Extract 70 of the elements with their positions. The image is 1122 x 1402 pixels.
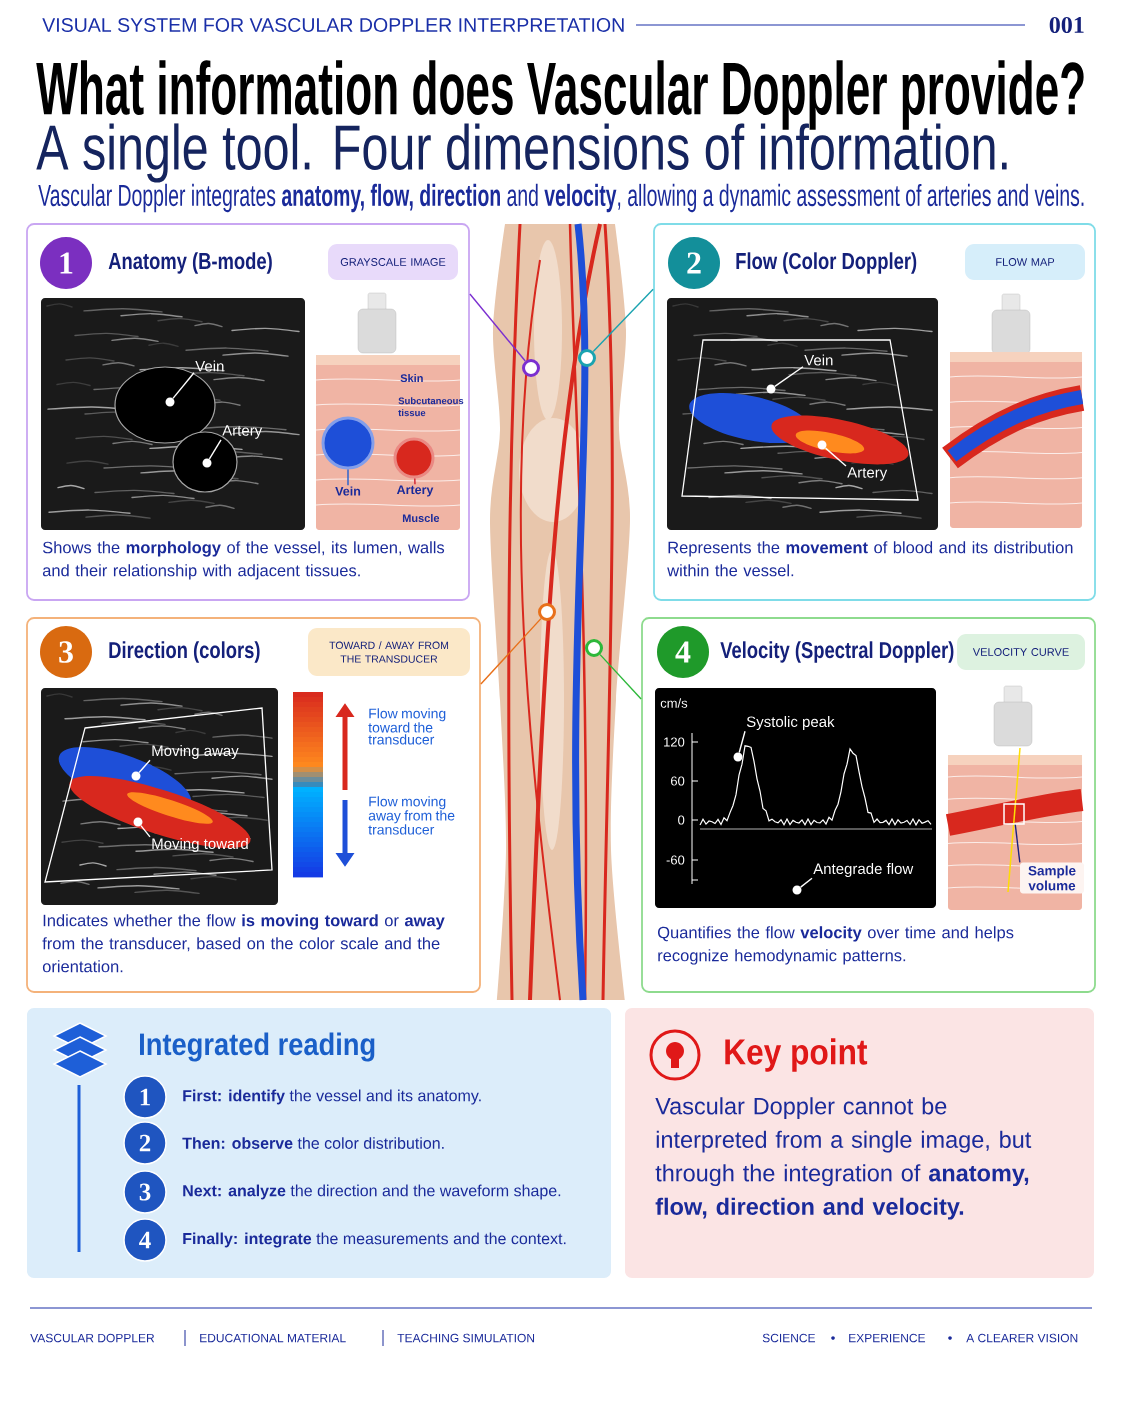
connector-line (592, 288, 654, 353)
connector-line (208, 439, 222, 460)
sample-volume-label: Sample volume (1020, 862, 1084, 894)
vessel-cross-section (393, 437, 435, 479)
footer-text: TEACHING SIMULATION (397, 1333, 534, 1343)
header-text: VISUAL SYSTEM FOR VASCULAR DOPPLER INTERPRETATION (42, 18, 624, 32)
panel-heading: Direction (colors) (109, 641, 260, 663)
connector-line (414, 477, 416, 485)
axis-unit: cm/s (660, 698, 688, 708)
page-number: 001 (1049, 16, 1084, 34)
tag-badge: FLOW MAP (965, 244, 1085, 280)
vessel-label: Vein (335, 486, 361, 496)
step-text: Next: analyze the direction and the waveform shape. (183, 1184, 561, 1200)
marker-ring (538, 603, 556, 621)
image-label: Vein (804, 354, 833, 366)
image-label: Systolic peak (746, 716, 835, 730)
connector-line (824, 447, 847, 467)
panel-heading: Flow (Color Doppler) (736, 252, 917, 274)
connector-line (347, 468, 349, 486)
connector-line (469, 293, 526, 362)
marker-ring (585, 639, 603, 657)
description-text: Represents the movement of blood and its distribution within the vessel. (667, 541, 1073, 577)
tag-badge: GRAYSCALE IMAGE (328, 244, 458, 280)
connector-line (480, 617, 542, 685)
panel-heading: Key point (725, 1038, 868, 1072)
step-text: First: identify the vessel and its anatomy. (183, 1089, 481, 1105)
key-point-text: Vascular Doppler cannot be interpreted from a single image, but through the integration of anatomy, flow, direction and velocity. (655, 1097, 1032, 1220)
scale-label: Flow moving toward the transducer (368, 708, 446, 745)
step-text: Then: observe the color distribution. (182, 1137, 444, 1149)
tick-label: 120 (664, 737, 685, 747)
image-label: Artery (222, 425, 263, 439)
step-text: Finally: integrate the measurements and the context. (183, 1232, 566, 1248)
footer-text: EXPERIENCE (849, 1333, 926, 1343)
tick-label: 0 (678, 815, 685, 825)
connector-line (599, 653, 642, 700)
description-text: Indicates whether the flow is moving toward or away from the transducer, based on the color scale and the orientation. (42, 914, 445, 973)
tick-label: 60 (671, 776, 685, 786)
tag-badge: TOWARD / AWAY FROM THE TRANSDUCER (308, 628, 470, 676)
panel-heading: Anatomy (B-mode) (108, 252, 272, 274)
intro-text: Vascular Doppler integrates anatomy, flow, direction and velocity, allowing a dynamic assessment of arteries and veins. (38, 183, 1084, 213)
connector-line (138, 759, 151, 774)
tick-label: -60 (666, 855, 685, 865)
connector-line (738, 730, 746, 754)
image-label: Antegrade flow (813, 863, 914, 877)
connector-line (800, 877, 813, 888)
tissue-label: Subcutaneous tissue (398, 397, 464, 417)
vessel-cross-section (321, 416, 375, 470)
tag-badge: VELOCITY CURVE (957, 634, 1085, 670)
image-label: Moving toward (152, 838, 248, 852)
tissue-label: Muscle (402, 513, 440, 523)
description-text: Shows the morphology of the vessel, its lumen, walls and their relationship with adjacent tissues. (42, 541, 445, 580)
connector-line (774, 366, 804, 387)
scale-label: Flow moving away from the transducer (368, 796, 455, 835)
tissue-label: Skin (400, 373, 423, 383)
footer-text: SCIENCE (762, 1333, 816, 1343)
marker-ring (578, 349, 596, 367)
sample-volume-box (1003, 803, 1025, 825)
vessel-label: Artery (396, 485, 434, 497)
panel-heading: Integrated reading (140, 1032, 375, 1062)
image-label: Vein (195, 360, 224, 372)
image-label: Artery (847, 467, 888, 481)
connector-line (1014, 824, 1021, 864)
footer-text: EDUCATIONAL MATERIAL (200, 1333, 346, 1343)
footer-text: A CLEARER VISION (966, 1333, 1078, 1343)
description-text: Quantifies the flow velocity over time and helps recognize hemodynamic patterns. (658, 926, 1014, 965)
footer-text: VASCULAR DOPPLER (30, 1333, 155, 1343)
panel-heading: Velocity (Spectral Doppler) (720, 641, 954, 663)
connector-line (140, 824, 151, 838)
marker-ring (522, 359, 540, 377)
connector-line (172, 372, 195, 400)
